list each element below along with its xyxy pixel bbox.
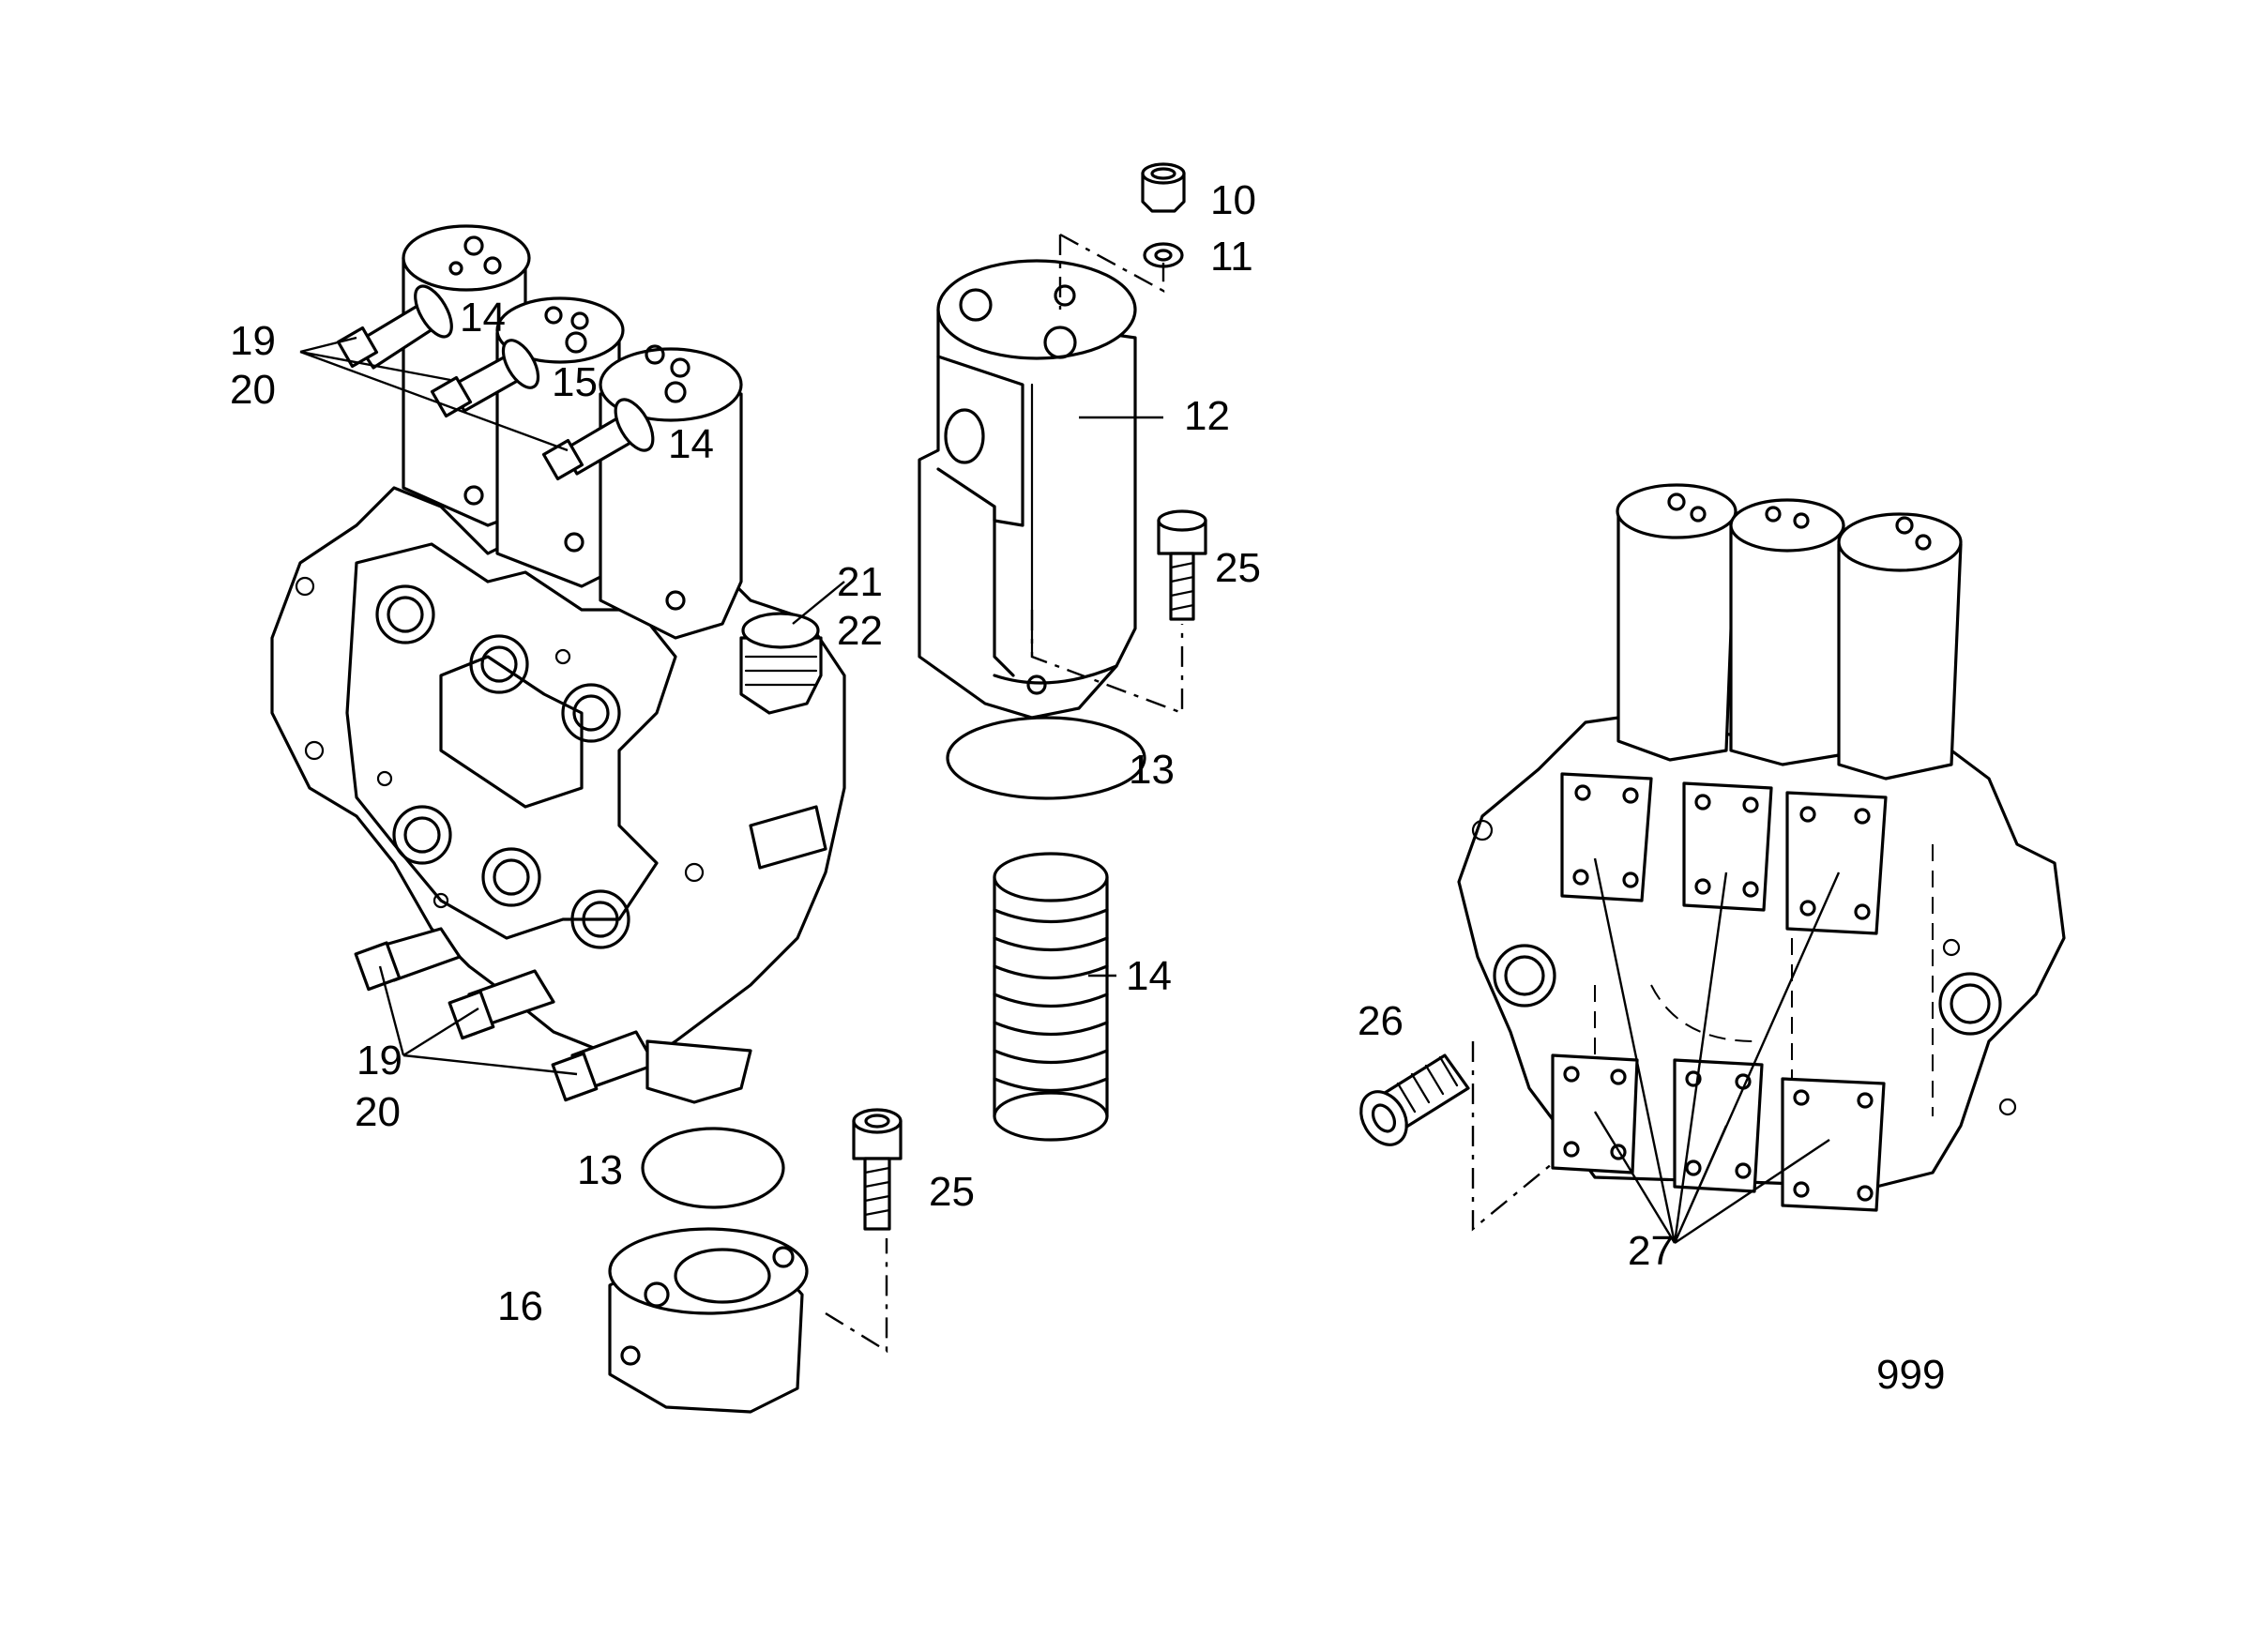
screw-26 (1359, 1053, 1470, 1146)
part-labels: 10 11 12 13 14 25 25 13 16 14 15 14 19 2… (230, 177, 1945, 1398)
label-15: 15 (552, 359, 598, 405)
washer-11 (1143, 242, 1184, 268)
right-cylinder-3 (1837, 512, 1963, 781)
lower-plug-1 (354, 927, 462, 992)
upper-plug-3 (541, 398, 655, 481)
label-19-upper: 19 (230, 318, 276, 364)
solenoid-3 (599, 344, 743, 640)
label-13-lower: 13 (577, 1147, 623, 1193)
screw-25-lower (852, 1108, 903, 1231)
right-valve-housing (1457, 711, 2066, 1189)
spool-14 (993, 852, 1109, 1142)
label-20-lower: 20 (355, 1089, 401, 1135)
label-26: 26 (1358, 998, 1404, 1044)
label-11: 11 (1210, 234, 1253, 280)
right-cylinder-2 (1729, 498, 1845, 766)
cover-plate-upper-1 (1560, 772, 1653, 902)
label-10: 10 (1210, 177, 1256, 223)
lower-plug-3 (551, 1030, 657, 1102)
lower-plug-2 (448, 969, 555, 1040)
label-14-spool: 14 (1126, 953, 1172, 999)
cover-plate-upper-2 (1682, 781, 1773, 912)
label-14-mid: 14 (668, 421, 714, 467)
cover-plate-lower-1 (1551, 1053, 1639, 1175)
right-cylinder-1 (1616, 483, 1737, 762)
solenoid-housing-12 (918, 259, 1137, 720)
cover-plate-lower-3 (1781, 1077, 1886, 1212)
o-ring-13-upper (946, 716, 1146, 800)
plug-10 (1141, 162, 1186, 213)
label-12: 12 (1184, 393, 1230, 439)
cover-plate-lower-2 (1673, 1058, 1764, 1193)
o-ring-13-lower (641, 1127, 785, 1209)
leader-lines (299, 336, 1841, 1244)
left-flange-plate (345, 542, 677, 940)
label-19-lower: 19 (357, 1038, 402, 1084)
label-14-top: 14 (460, 295, 506, 341)
label-13-upper: 13 (1129, 747, 1175, 793)
label-21: 21 (837, 559, 883, 605)
cover-plate-upper-3 (1785, 791, 1888, 935)
label-22: 22 (837, 608, 883, 654)
fitting-21-22 (739, 612, 823, 715)
right-valve-assembly (1359, 483, 2066, 1232)
screw-25-upper (1157, 509, 1207, 621)
left-valve-assembly (270, 224, 846, 1104)
label-25-lower: 25 (929, 1169, 975, 1215)
upper-plug-1 (336, 284, 453, 370)
page-number: 999 (1876, 1352, 1945, 1398)
label-16: 16 (497, 1283, 543, 1329)
label-20-upper: 20 (230, 367, 276, 413)
label-25-upper: 25 (1215, 545, 1261, 591)
cover-16 (608, 1227, 809, 1414)
label-27: 27 (1628, 1228, 1674, 1274)
